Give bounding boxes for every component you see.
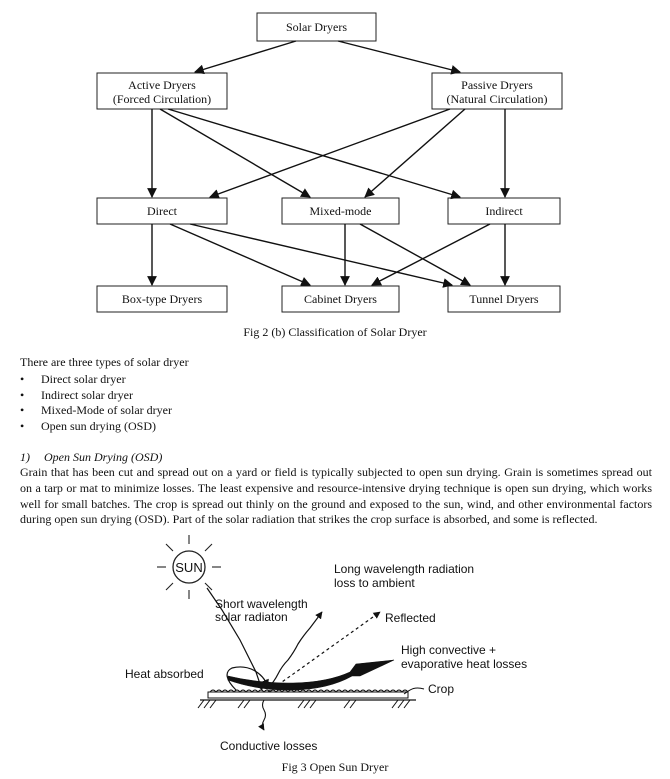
arrow-mixed-tunnel xyxy=(359,223,471,286)
intro-text: There are three types of solar dryer xyxy=(20,355,189,369)
arrow-active-indirect xyxy=(167,108,461,200)
list-item-text: Open sun drying (OSD) xyxy=(41,419,156,434)
box-indirect xyxy=(447,197,561,225)
dryer-types-list: • Direct solar dryer • Indirect solar drye… xyxy=(20,372,172,435)
arrow-root-active xyxy=(194,40,297,75)
arrow-direct-cabinet xyxy=(169,223,311,286)
list-item-text: Mixed-Mode of solar dryer xyxy=(41,403,172,418)
arrow-active-mixed xyxy=(159,108,311,198)
box-tunnel-dryers xyxy=(447,285,561,313)
long-wavelength-sublabel: loss to ambient xyxy=(334,576,415,590)
short-wavelength-sublabel: solar radiaton xyxy=(215,610,288,624)
heat-absorbed-arrow xyxy=(226,666,269,691)
arrow-passive-mixed xyxy=(364,108,466,198)
box-passive-dryers-sublabel: (Natural Circulation) xyxy=(447,92,548,106)
box-active-dryers-sublabel: (Forced Circulation) xyxy=(113,92,211,106)
bullet-icon: • xyxy=(20,372,25,386)
box-passive-dryers xyxy=(431,72,563,110)
arrow-direct-tunnel xyxy=(189,223,453,288)
crop-pointer xyxy=(403,687,425,695)
sun-icon xyxy=(157,535,221,599)
crop-layer xyxy=(197,689,416,709)
long-wavelength-label: Long wavelength radiation xyxy=(334,562,474,576)
heat-absorbed-label: Heat absorbed xyxy=(125,667,204,681)
bullet-icon: • xyxy=(20,387,25,402)
long-wave-arrow xyxy=(267,611,323,689)
section-title: Open Sun Drying (OSD) xyxy=(44,450,163,464)
diagram-arrows xyxy=(147,40,510,288)
arrow-indirect-cabinet xyxy=(371,223,491,286)
fig2-caption: Fig 2 (b) Classification of Solar Dryer xyxy=(243,325,427,339)
short-wavelength-label: Short wavelength xyxy=(215,597,308,611)
classification-diagram: Solar Dryers Active Dryers (Forced Circu… xyxy=(96,12,563,313)
body-paragraph: Grain that has been cut and spread out o… xyxy=(20,465,652,527)
list-item: • Direct solar dryer xyxy=(20,372,172,388)
section-number: 1) xyxy=(20,450,30,464)
arrow-passive-direct xyxy=(209,108,451,199)
box-cabinet-dryers xyxy=(281,285,400,313)
box-solar-dryers xyxy=(256,12,377,42)
conductive-loss-arrow xyxy=(258,699,267,731)
box-passive-dryers-label: Passive Dryers xyxy=(461,78,533,92)
bullet-icon: • xyxy=(20,403,25,418)
convective-sublabel: evaporative heat losses xyxy=(401,657,527,671)
box-box-type-dryers-label: Box-type Dryers xyxy=(122,292,203,306)
list-item-text: Direct solar dryer xyxy=(41,372,126,386)
box-direct-label: Direct xyxy=(147,204,178,218)
section-heading: 1) Open Sun Drying (OSD) xyxy=(20,450,162,465)
box-mixed-mode-label: Mixed-mode xyxy=(310,204,372,218)
open-sun-dryer-illustration: SUN Short wavelength solar radiaton Long… xyxy=(125,535,527,753)
box-mixed-mode xyxy=(281,197,400,225)
convective-loss-arrow xyxy=(227,659,395,691)
fig3-caption: Fig 3 Open Sun Dryer xyxy=(281,760,389,774)
arrow-root-passive xyxy=(337,40,461,75)
box-direct xyxy=(96,197,228,225)
conductive-losses-label: Conductive losses xyxy=(220,739,317,753)
list-item: • Indirect solar dryer xyxy=(20,388,172,404)
bullet-icon: • xyxy=(20,419,25,434)
convective-label: High convective + xyxy=(401,643,496,657)
box-active-dryers-label: Active Dryers xyxy=(128,78,196,92)
list-item: • Mixed-Mode of solar dryer xyxy=(20,403,172,419)
crop-label: Crop xyxy=(428,682,454,696)
box-active-dryers xyxy=(96,72,228,110)
incoming-radiation-arrow xyxy=(206,587,264,691)
box-box-type-dryers xyxy=(96,285,228,313)
box-solar-dryers-label: Solar Dryers xyxy=(286,20,347,34)
list-item-text: Indirect solar dryer xyxy=(41,387,133,402)
box-tunnel-dryers-label: Tunnel Dryers xyxy=(469,292,539,306)
box-cabinet-dryers-label: Cabinet Dryers xyxy=(304,292,377,306)
sun-label: SUN xyxy=(175,560,202,575)
reflected-arrow xyxy=(267,611,381,693)
box-indirect-label: Indirect xyxy=(485,204,523,218)
list-item: • Open sun drying (OSD) xyxy=(20,419,172,435)
reflected-label: Reflected xyxy=(385,611,436,625)
